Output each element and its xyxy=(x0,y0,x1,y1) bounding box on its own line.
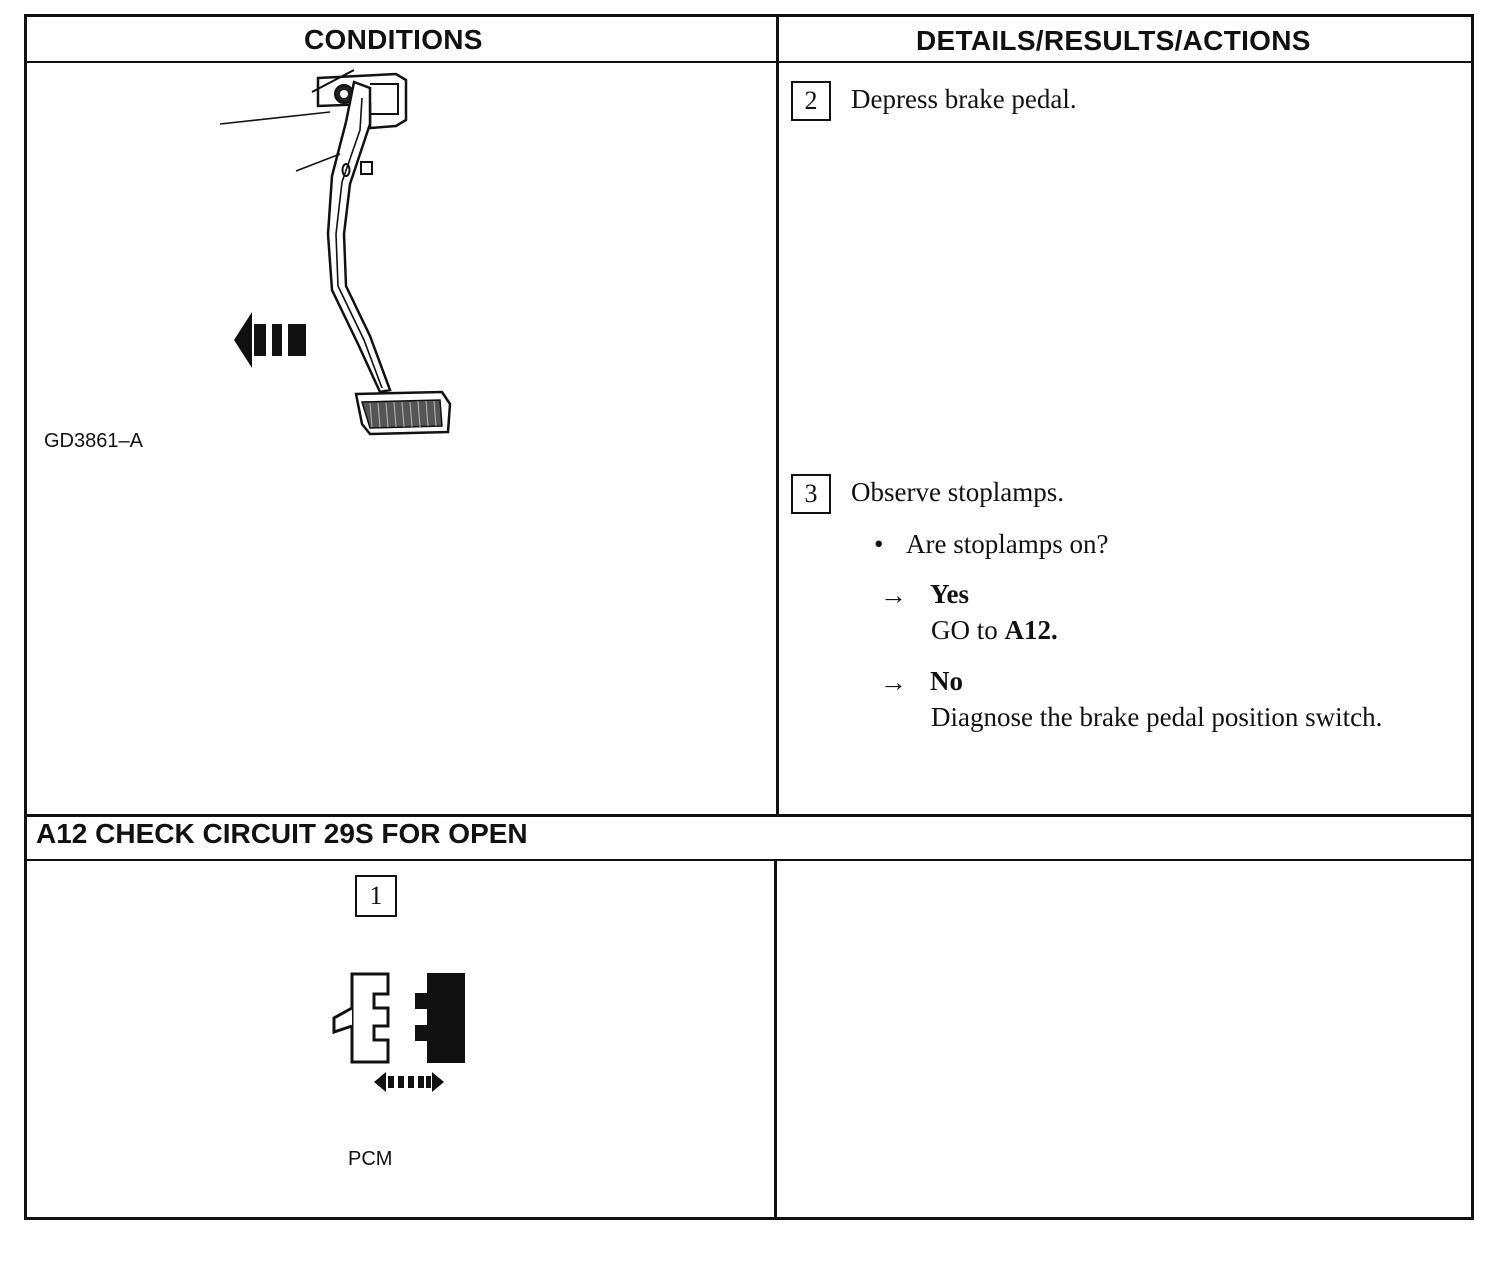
header-divider xyxy=(27,61,1471,63)
yes-label: Yes xyxy=(930,579,969,609)
connector-disconnect-illustration-icon xyxy=(332,972,465,1092)
yes-action-target-link[interactable]: A12. xyxy=(1004,615,1058,645)
conditions-header: CONDITIONS xyxy=(304,24,483,55)
step-2-number-box: 2 xyxy=(791,81,831,121)
pedal-figure-caption: GD3861–A xyxy=(44,430,143,452)
step-3-number-box: 3 xyxy=(791,474,831,514)
brake-pedal-illustration-icon xyxy=(220,69,452,436)
step-3-question: Are stoplamps on? xyxy=(906,529,1109,559)
column-divider-lower xyxy=(774,860,777,1218)
no-label: No xyxy=(930,666,963,696)
no-action: Diagnose the brake pedal position switch… xyxy=(931,702,1383,732)
step-3-text: Observe stoplamps. xyxy=(851,477,1064,507)
section-a12-title: A12 CHECK CIRCUIT 29S FOR OPEN xyxy=(36,818,528,849)
column-divider-upper xyxy=(776,16,779,816)
section-divider-bottom xyxy=(27,859,1471,861)
details-header: DETAILS/RESULTS/ACTIONS xyxy=(916,25,1311,56)
arrow-right-icon: → xyxy=(880,580,907,610)
yes-action-prefix: GO to xyxy=(931,615,998,645)
arrow-right-icon: → xyxy=(880,667,907,697)
a12-step-1-number-box: 1 xyxy=(355,875,397,917)
bullet-icon: • xyxy=(874,529,884,559)
yes-action: GO to A12. xyxy=(931,615,1058,646)
step-2-text: Depress brake pedal. xyxy=(851,84,1077,114)
table-frame xyxy=(24,14,1474,1220)
section-divider-top xyxy=(27,814,1471,817)
pcm-caption: PCM xyxy=(348,1148,393,1170)
